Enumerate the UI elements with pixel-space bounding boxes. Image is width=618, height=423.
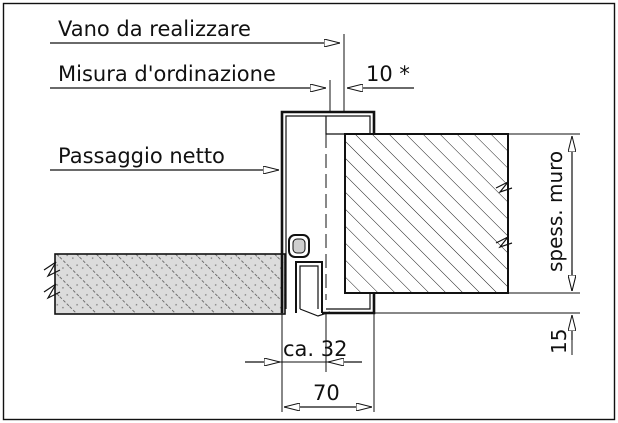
- label-spessore-muro: spess. muro: [543, 151, 567, 272]
- label-misura-ordinazione: Misura d'ordinazione: [58, 62, 276, 86]
- steel-frame-profile: [280, 110, 376, 317]
- label-dimension-ca-32: ca. 32: [283, 337, 348, 361]
- door-leaf-section: [43, 253, 286, 315]
- label-passaggio-netto: Passaggio netto: [58, 144, 225, 168]
- wall-section: [344, 133, 513, 294]
- label-dimension-15: 15: [547, 329, 571, 354]
- label-dimension-10: 10 *: [366, 62, 410, 86]
- leader-lines: [50, 34, 580, 412]
- label-vano-da-realizzare: Vano da realizzare: [58, 17, 251, 41]
- label-dimension-70: 70: [313, 381, 340, 405]
